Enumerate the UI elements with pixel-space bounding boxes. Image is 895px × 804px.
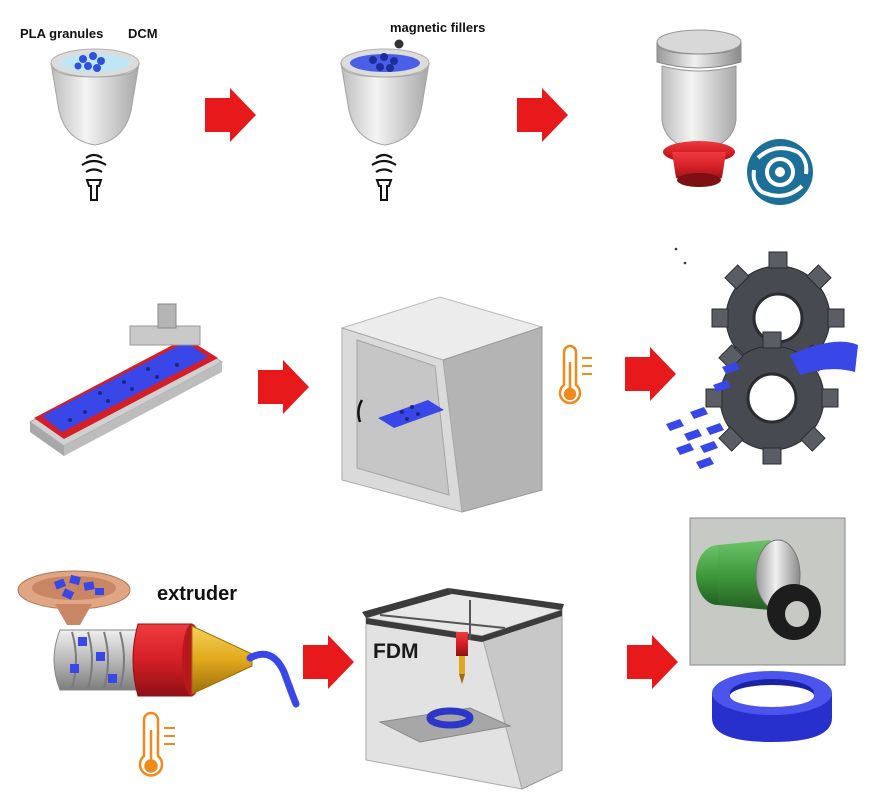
label-extruder: extruder xyxy=(157,583,237,605)
fdm-printer xyxy=(362,588,564,790)
casting-tray xyxy=(29,303,223,456)
arrow-icon xyxy=(627,635,678,689)
sample-photo xyxy=(689,517,846,666)
centrifuge-tube xyxy=(656,29,742,187)
thermometer-icon xyxy=(558,344,592,405)
arrow-icon xyxy=(205,88,256,142)
screw xyxy=(53,629,141,691)
beaker-pla-dcm xyxy=(50,48,140,146)
drying-oven xyxy=(340,296,544,513)
label-dcm: DCM xyxy=(128,26,158,41)
ultrasonic-icon xyxy=(371,153,397,201)
beaker-magnetic-fillers xyxy=(340,39,430,146)
extruder xyxy=(17,570,300,708)
arrow-icon xyxy=(517,88,568,142)
arrow-icon xyxy=(258,360,309,414)
label-magnetic-fillers: magnetic fillers xyxy=(390,20,485,35)
arrow-icon xyxy=(625,347,676,401)
thermometer-icon xyxy=(138,711,175,777)
crushed-film-pieces xyxy=(666,362,740,469)
magnetic-filler-particle xyxy=(394,39,404,49)
printed-ring xyxy=(712,671,832,742)
label-pla-granules: PLA granules xyxy=(20,26,103,41)
centrifuge-icon xyxy=(747,139,813,205)
label-fdm: FDM xyxy=(373,640,419,663)
arrow-icon xyxy=(303,635,354,689)
ultrasonic-icon xyxy=(81,153,107,201)
pla-granules xyxy=(74,52,105,72)
crusher-gears xyxy=(666,251,858,469)
